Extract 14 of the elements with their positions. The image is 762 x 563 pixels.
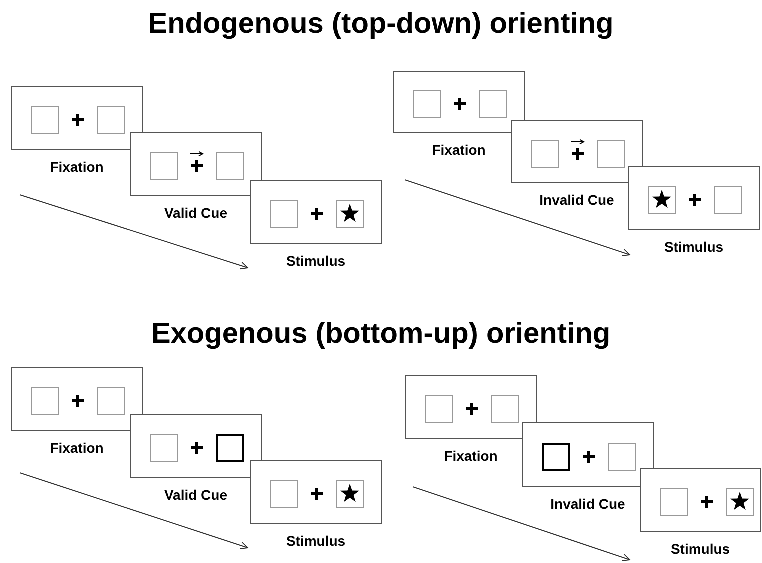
frame-caption: Stimulus: [664, 239, 724, 255]
frame-caption: Fixation: [432, 142, 486, 158]
frame-caption: Valid Cue: [164, 487, 228, 503]
frame-caption: Invalid Cue: [550, 496, 626, 512]
frame-caption: Stimulus: [286, 533, 346, 549]
section-heading: Exogenous (bottom-up) orienting: [151, 318, 611, 351]
frame-caption: Fixation: [50, 159, 104, 175]
frame-caption: Valid Cue: [164, 205, 228, 221]
section-heading: Endogenous (top-down) orienting: [148, 8, 614, 41]
frame-caption: Fixation: [50, 440, 104, 456]
frame-caption: Fixation: [444, 448, 498, 464]
frame-caption: Stimulus: [670, 541, 730, 557]
frame-caption: Stimulus: [286, 253, 346, 269]
frame-caption: Invalid Cue: [540, 192, 614, 208]
